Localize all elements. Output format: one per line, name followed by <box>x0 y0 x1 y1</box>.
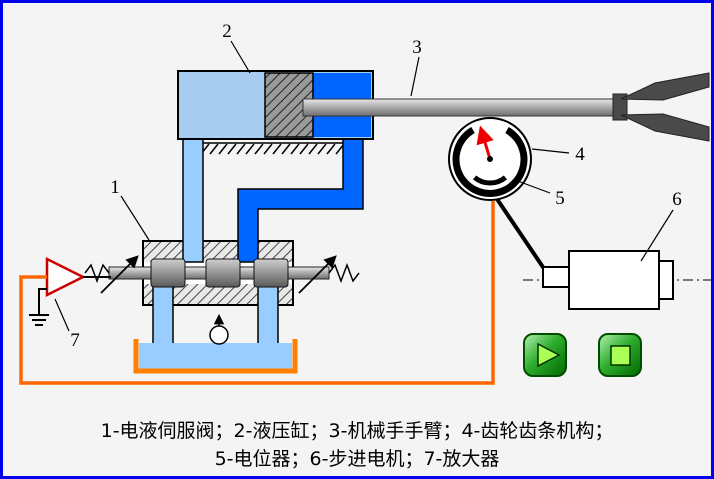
label-arm: 3 <box>412 37 422 58</box>
spool-land-right <box>253 258 289 288</box>
spring-left <box>84 263 110 284</box>
label-cylinder: 2 <box>222 21 232 42</box>
legend-line-1: 1-电液伺服阀；2-液压缸；3-机械手手臂；4-齿轮齿条机构； <box>100 420 614 442</box>
leader-2 <box>230 40 251 74</box>
callout-numbers: 2 3 1 4 5 6 7 <box>70 21 682 351</box>
valve-hatch-bottom <box>143 284 293 305</box>
manipulator-arm-rod <box>302 98 622 117</box>
label-stepper-motor: 6 <box>672 189 682 210</box>
label-servo-valve: 1 <box>110 177 120 198</box>
stop-icon <box>610 345 631 366</box>
legend-line-2: 5-电位器；6-步进电机；7-放大器 <box>214 448 500 470</box>
pipe-return-right <box>257 283 279 346</box>
play-button[interactable] <box>523 333 567 377</box>
amplifier-triangle <box>45 256 86 298</box>
motor-shaft <box>542 266 570 288</box>
tank-fluid <box>139 343 292 369</box>
gear-rack-dial <box>448 117 532 201</box>
pipe-cylinder-left <box>182 138 204 263</box>
pipe-cylinder-right <box>237 138 364 263</box>
gripper-jaw-lower <box>620 113 710 142</box>
spring-right <box>328 262 360 284</box>
leader-7 <box>54 298 70 332</box>
label-gear-rack: 4 <box>575 144 585 165</box>
needle <box>476 125 494 160</box>
feedback-wire <box>19 201 495 385</box>
motor-endcap <box>658 260 674 300</box>
pipe-return-left <box>152 283 174 346</box>
ground-symbol <box>29 288 49 326</box>
gripper-base <box>612 93 628 121</box>
actuator-arrow-left <box>100 255 139 294</box>
label-potentiometer: 5 <box>555 188 565 209</box>
amplifier <box>29 256 111 326</box>
pump-symbol <box>209 313 229 345</box>
actuator-arrow-right <box>298 255 337 294</box>
callouts <box>54 40 674 332</box>
ground-hatch <box>200 142 348 155</box>
leader-1 <box>120 195 150 241</box>
tank-outline <box>133 339 298 374</box>
play-icon <box>537 342 561 368</box>
diagram-canvas: 2 3 1 4 5 6 7 <box>19 21 711 385</box>
oil-tank <box>133 339 298 374</box>
valve-spool <box>84 255 360 294</box>
potentiometer-track <box>472 175 508 186</box>
gripper <box>612 72 710 142</box>
leader-4 <box>531 148 570 154</box>
stop-button[interactable] <box>598 333 642 377</box>
gripper-jaw-upper <box>620 72 710 101</box>
dial-center <box>487 156 493 162</box>
stepper-motor <box>523 250 711 310</box>
leader-3 <box>410 56 420 97</box>
spool-land-left <box>150 258 186 288</box>
leader-5 <box>514 179 551 194</box>
motor-body <box>568 250 660 310</box>
leader-6 <box>640 209 674 262</box>
label-amplifier: 7 <box>70 330 80 351</box>
link-rod <box>495 197 551 278</box>
gear-arc <box>452 126 528 197</box>
spool-land-center <box>205 258 241 288</box>
legend-caption: 1-电液伺服阀；2-液压缸；3-机械手手臂；4-齿轮齿条机构； 5-电位器；6-… <box>3 417 711 473</box>
